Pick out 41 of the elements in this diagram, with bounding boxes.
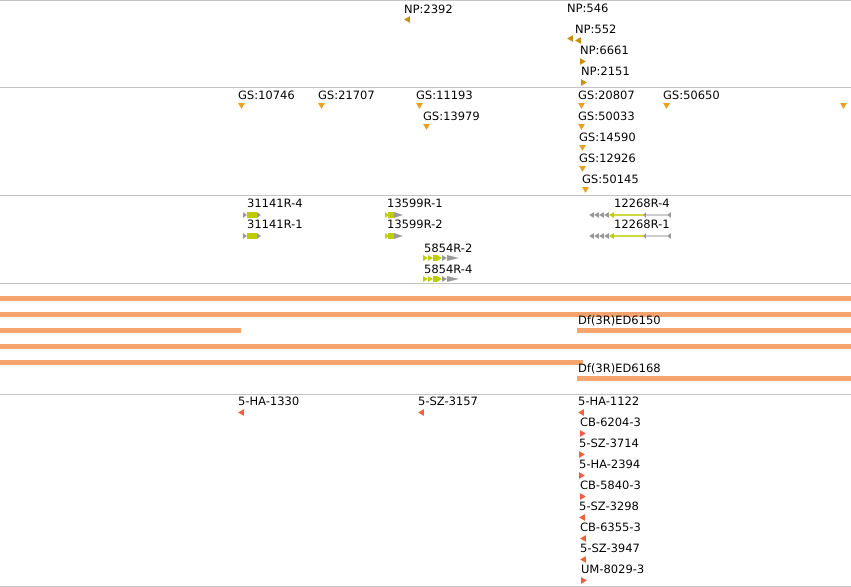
feature-label: 13599R-2: [387, 218, 443, 231]
feature-label: 5-SZ-3298: [579, 500, 639, 513]
feature-label: GS:50033: [578, 110, 635, 123]
feature-label: NP:546: [567, 2, 608, 15]
feature-label: GS:12926: [579, 152, 636, 165]
deficiency-label: Df(3R)ED6150: [578, 314, 661, 327]
feature-label: GS:13979: [423, 110, 480, 123]
deficiency-bar: [0, 360, 583, 365]
feature-label: NP:6661: [580, 44, 629, 57]
feature-label: 12268R-4: [614, 197, 670, 210]
feature-label: 12268R-1: [614, 218, 670, 231]
feature-label: GS:11193: [416, 89, 473, 102]
feature-label: 13599R-1: [387, 197, 443, 210]
feature-label: GS:20807: [578, 89, 635, 102]
feature-label: 5-HA-2394: [579, 458, 640, 471]
feature-label: GS:10746: [238, 89, 295, 102]
feature-label: NP:552: [575, 23, 616, 36]
feature-label: 5-HA-1330: [238, 395, 300, 408]
deficiency-bar: [0, 312, 851, 317]
feature-label: 5-SZ-3947: [580, 542, 640, 555]
feature-label: CB-6355-3: [580, 521, 641, 534]
deficiency-bar: [0, 296, 851, 301]
feature-label: 31141R-4: [247, 197, 303, 210]
feature-label: GS:14590: [579, 131, 636, 144]
feature-label: NP:2151: [581, 65, 630, 78]
feature-label: GS:50145: [582, 173, 639, 186]
deficiency-bar: [0, 328, 241, 333]
feature-label: 5-SZ-3157: [418, 395, 478, 408]
feature-label: 5854R-2: [424, 242, 472, 255]
feature-label: NP:2392: [404, 3, 453, 16]
feature-label: GS:21707: [318, 89, 375, 102]
feature-label: GS:50650: [663, 89, 720, 102]
feature-label: 5-SZ-3714: [579, 437, 639, 450]
feature-label: 5-HA-1122: [578, 395, 640, 408]
feature-label: 31141R-1: [247, 218, 303, 231]
feature-label: CB-5840-3: [580, 479, 641, 492]
feature-label: CB-6204-3: [580, 416, 641, 429]
feature-label: 5854R-4: [424, 263, 472, 276]
feature-label: UM-8029-3: [581, 563, 644, 576]
deficiency-bar: [0, 344, 851, 349]
deficiency-label: Df(3R)ED6168: [578, 362, 661, 375]
